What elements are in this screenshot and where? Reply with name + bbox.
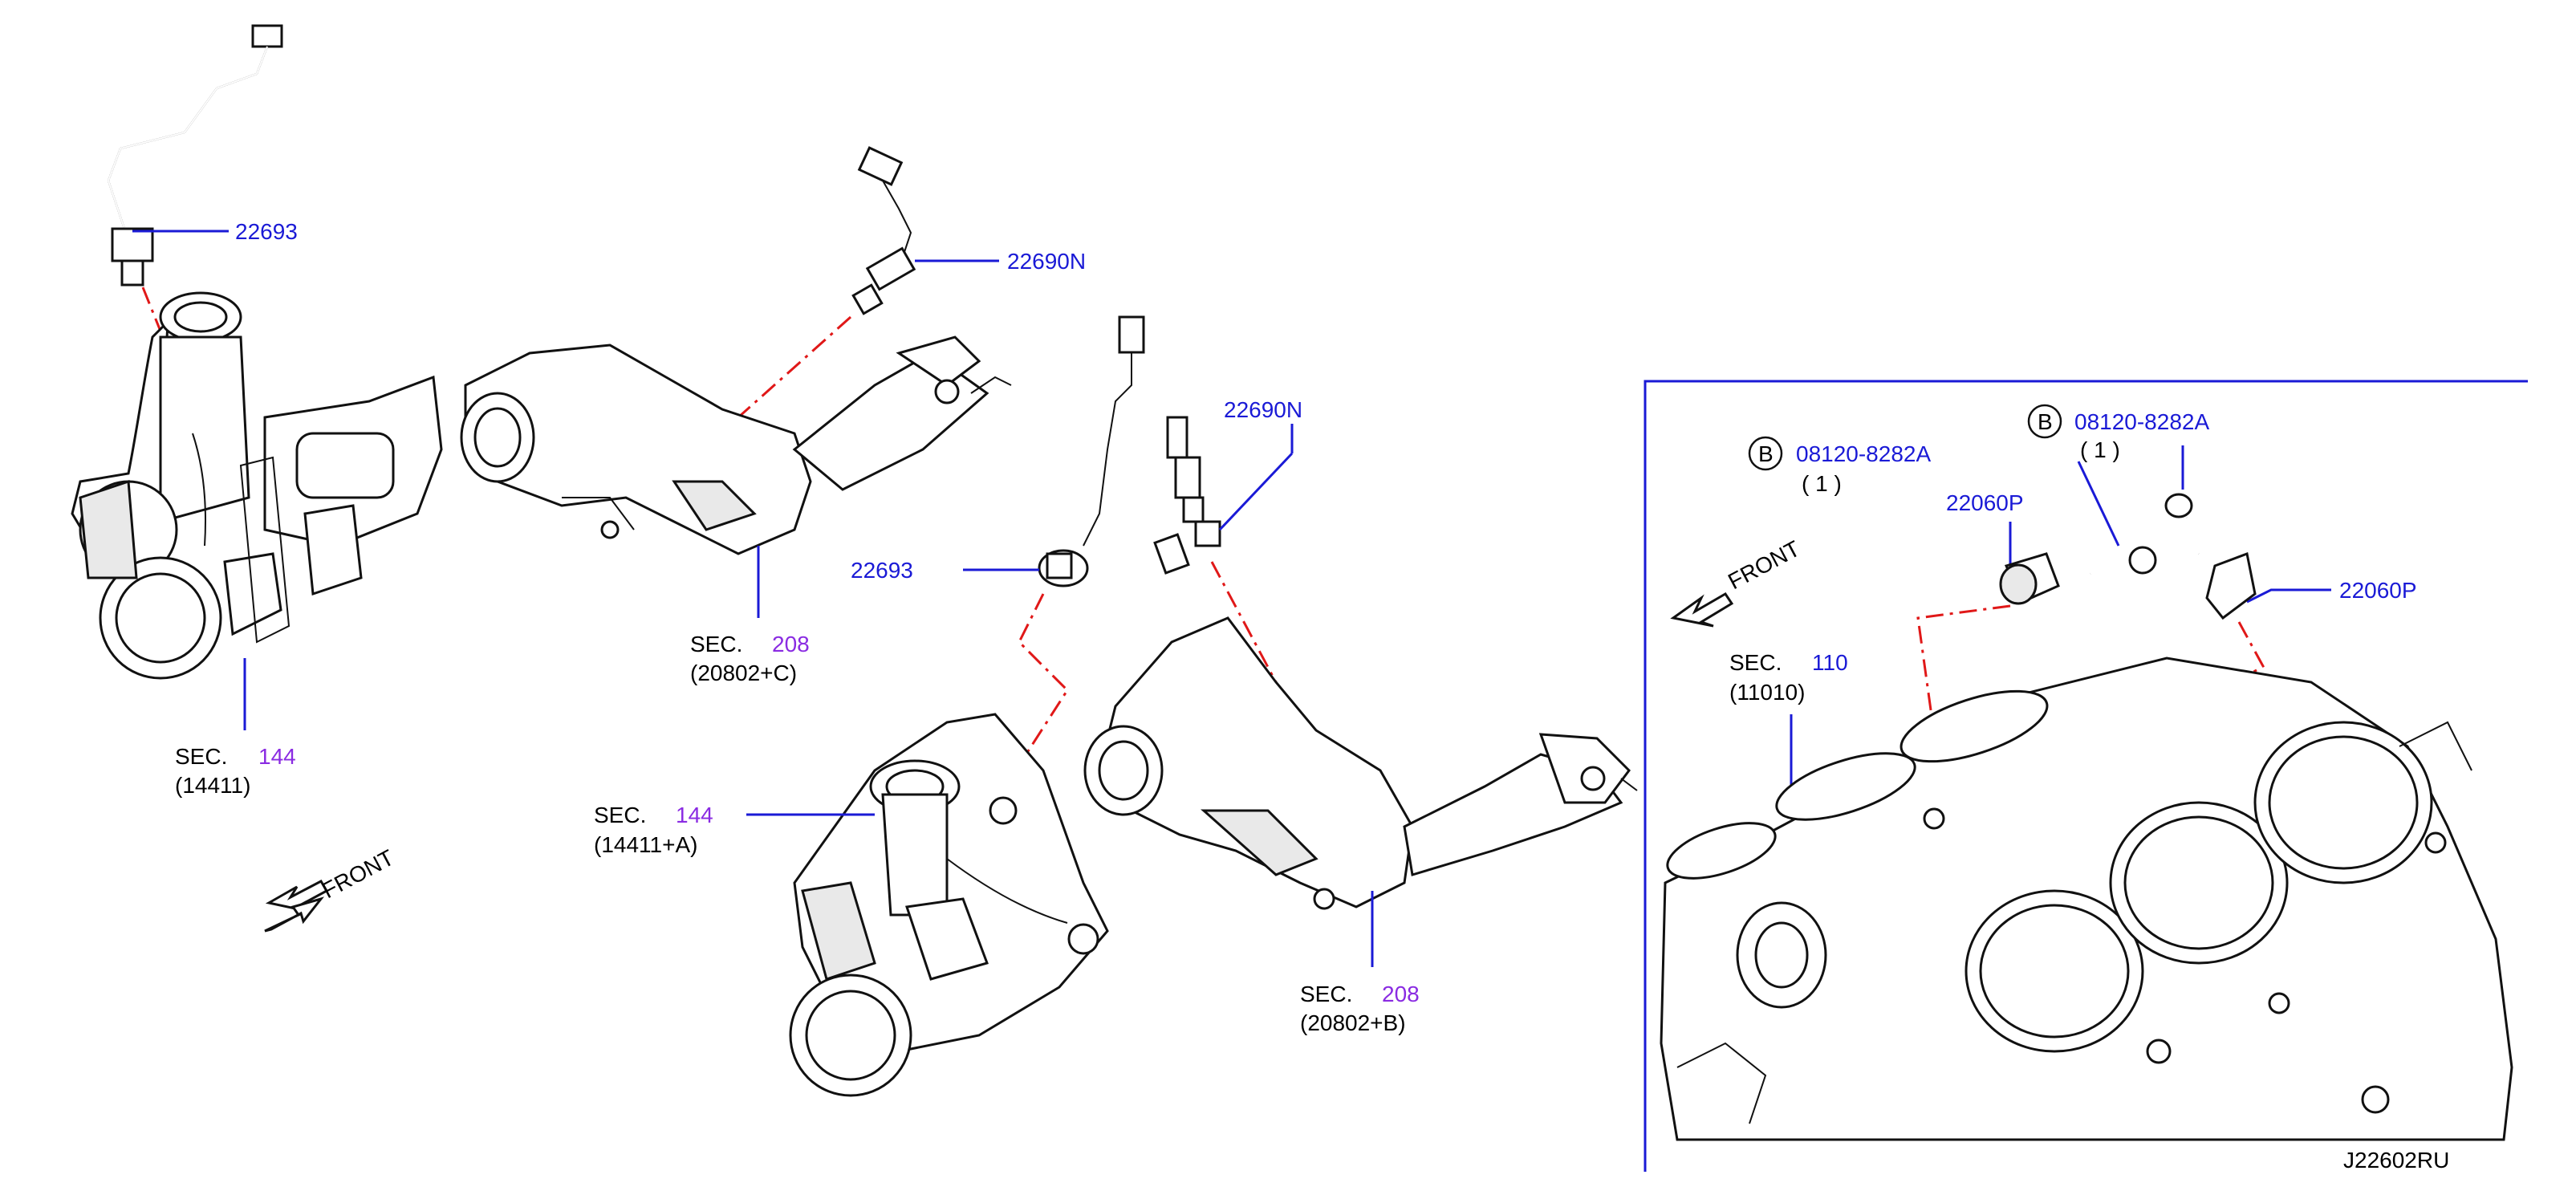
catalytic-converter-upper <box>460 335 1012 555</box>
sec-110-ref: (11010) <box>1729 680 1805 705</box>
turbocharger-left <box>71 291 443 680</box>
label-22060p-left: 22060P <box>1946 490 2024 515</box>
bolt-badge-b-icon <box>2027 404 2062 439</box>
sec-110-number: 110 <box>1812 650 1848 675</box>
oxygen-sensor-22690n-mid <box>1153 416 1221 575</box>
guide-line <box>1210 561 1278 683</box>
sec-144-b-number: 144 <box>676 803 713 827</box>
label-22690n-mid: 22690N <box>1224 397 1302 422</box>
front-arrow-icon <box>1670 591 1734 628</box>
knock-sensor-right <box>2164 493 2257 620</box>
label-22693-mid: 22693 <box>851 558 913 583</box>
turbocharger-middle <box>789 713 1109 1097</box>
catalytic-converter-middle <box>1083 616 1638 910</box>
bolt-badge-b-icon <box>1748 436 1783 471</box>
sec-144-ref: (14411) <box>175 773 250 798</box>
sec-208-c-label: SEC. <box>690 632 742 656</box>
sec-110-label: SEC. <box>1729 650 1782 675</box>
front-arrow-icon <box>264 880 329 933</box>
diagram-id: J22602RU <box>2343 1148 2449 1173</box>
label-22693-top: 22693 <box>235 219 298 244</box>
oxygen-sensor-22690n-top <box>851 146 916 315</box>
label-22690n-top: 22690N <box>1007 249 1086 274</box>
bolt-callout-left: B 08120-8282A ( 1 ) <box>1748 436 1931 496</box>
bolt-callout-right: B 08120-8282A ( 1 ) <box>2027 404 2209 462</box>
guide-line <box>993 593 1069 803</box>
svg-text:B: B <box>1758 441 1774 466</box>
bolt-qty-left: ( 1 ) <box>1802 471 1842 496</box>
sec-144-number: 144 <box>258 744 296 769</box>
knock-sensor-left <box>1999 546 2157 605</box>
bolt-part-number-left: 08120-8282A <box>1796 441 1931 466</box>
sec-144-label: SEC. <box>175 744 227 769</box>
sec-208-b-label: SEC. <box>1300 982 1352 1006</box>
engine-block <box>1660 656 2513 1141</box>
label-22060p-right: 22060P <box>2339 578 2417 603</box>
sec-144-b-ref: (14411+A) <box>594 832 697 857</box>
sec-208-c-ref: (20802+C) <box>690 661 797 685</box>
oxygen-sensor-22693-top <box>107 24 283 287</box>
sec-144-b-label: SEC. <box>594 803 646 827</box>
guide-line <box>737 315 851 419</box>
sec-208-c-number: 208 <box>772 632 810 656</box>
front-left-label: FRONT <box>318 845 398 904</box>
sec-208-b-ref: (20802+B) <box>1300 1010 1406 1035</box>
oxygen-sensor-22693-mid <box>1038 315 1145 587</box>
svg-text:B: B <box>2038 409 2053 434</box>
bolt-part-number-right: 08120-8282A <box>2074 409 2209 434</box>
bolt-qty-right: ( 1 ) <box>2080 437 2120 462</box>
detail-inset-frame <box>1644 380 2528 1172</box>
sec-208-b-number: 208 <box>1382 982 1420 1006</box>
front-right-label: FRONT <box>1724 536 1804 595</box>
